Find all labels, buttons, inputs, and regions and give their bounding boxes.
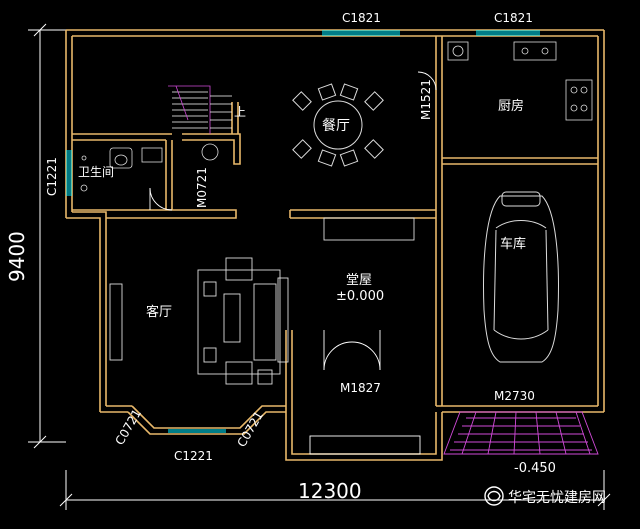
door-label-garage: M2730 — [494, 389, 535, 403]
room-label-kitchen: 厨房 — [498, 98, 524, 114]
window-label-bay-right: C0721 — [234, 409, 266, 450]
room-label-bathroom: 卫生间 — [78, 165, 114, 179]
room-label-living: 客厅 — [146, 304, 172, 320]
bathroom-fixtures — [80, 143, 219, 192]
window-label-top-right: C1821 — [494, 11, 533, 25]
window-label-bath: C1221 — [45, 157, 59, 196]
elevation-garage: -0.450 — [514, 461, 556, 476]
dining-table — [292, 83, 384, 167]
door-label-bath: M0721 — [195, 167, 209, 208]
dimension-width: 12300 — [298, 479, 362, 503]
watermark-text: 华宅无忧建房网 — [508, 490, 606, 506]
garage-car — [483, 191, 559, 363]
staircase — [168, 85, 232, 134]
dimension-lines — [28, 23, 611, 510]
porch-steps — [309, 435, 421, 455]
room-label-garage: 车库 — [500, 236, 526, 252]
door-swings — [149, 71, 437, 371]
elevation-hall: ±0.000 — [336, 289, 384, 304]
labels: 餐厅 厨房 车库 卫生间 客厅 堂屋 上 ±0.000 -0.450 C1821… — [5, 11, 556, 503]
watermark-logo-icon — [484, 486, 504, 506]
dimension-depth: 9400 — [5, 231, 29, 282]
door-label-kitchen: M1521 — [419, 79, 433, 120]
stair-up-label: 上 — [234, 105, 246, 119]
window-label-top-left: C1821 — [342, 11, 381, 25]
garage-ramp — [443, 411, 599, 455]
living-furniture — [109, 257, 289, 385]
window-label-bay-left: C0721 — [112, 407, 144, 448]
hall-decor — [323, 217, 415, 241]
kitchen-fixtures — [447, 41, 593, 121]
room-label-hall: 堂屋 — [346, 273, 372, 288]
room-label-dining: 餐厅 — [322, 118, 350, 134]
door-label-main: M1827 — [340, 381, 381, 395]
window-label-bay-front: C1221 — [174, 449, 213, 463]
windows — [66, 30, 540, 433]
